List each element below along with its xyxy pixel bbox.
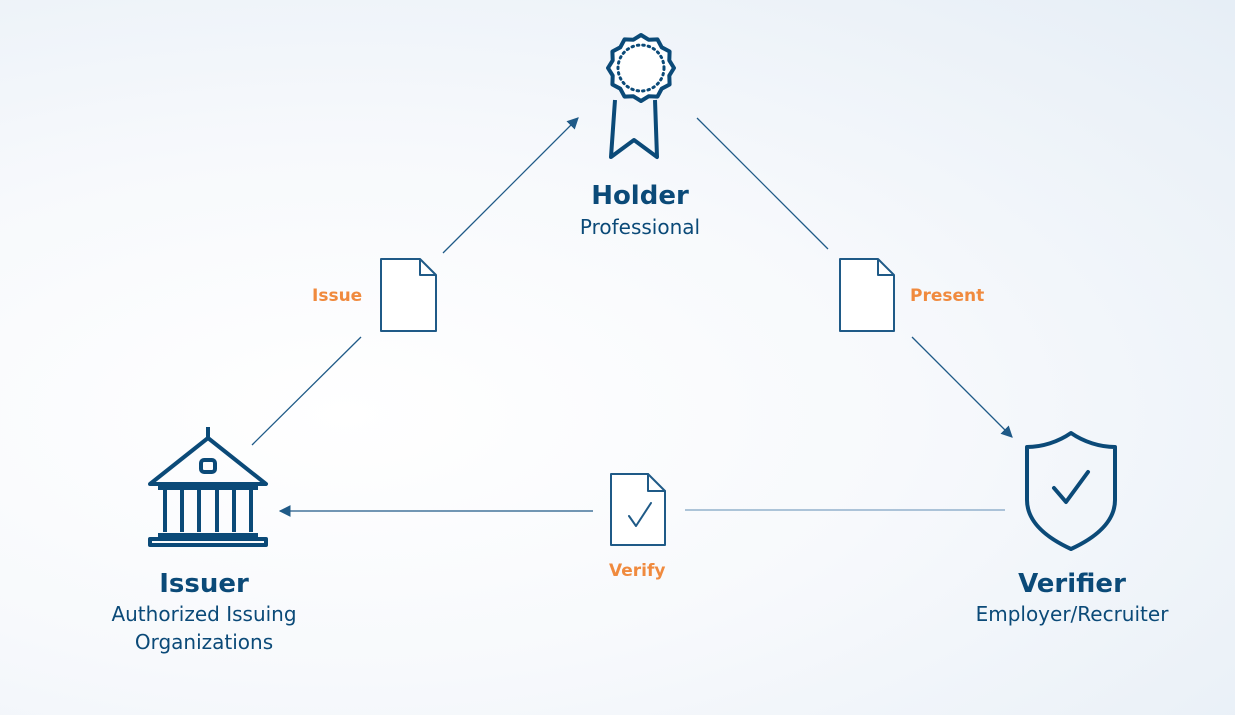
institution-building-icon bbox=[148, 427, 268, 547]
verifier-subtitle: Employer/Recruiter bbox=[975, 602, 1169, 626]
verifier-title: Verifier bbox=[1018, 569, 1126, 599]
holder-subtitle: Professional bbox=[579, 215, 701, 239]
issue-label: Issue bbox=[312, 286, 363, 306]
present-label: Present bbox=[910, 286, 985, 306]
shield-check-icon bbox=[1025, 431, 1117, 551]
verify-label: Verify bbox=[609, 561, 666, 581]
connector-verify bbox=[278, 505, 1005, 517]
document-icon bbox=[839, 258, 895, 332]
connector-present bbox=[696, 117, 1013, 438]
holder-title: Holder bbox=[591, 181, 689, 211]
issuer-subtitle-line1: Authorized Issuing bbox=[111, 602, 297, 626]
verified-document-icon bbox=[610, 473, 666, 546]
connector-issue bbox=[251, 117, 579, 446]
issuer-title: Issuer bbox=[159, 569, 249, 599]
issuer-subtitle-line2: Organizations bbox=[134, 630, 274, 654]
award-ribbon-icon bbox=[606, 33, 676, 159]
document-icon bbox=[380, 258, 437, 332]
